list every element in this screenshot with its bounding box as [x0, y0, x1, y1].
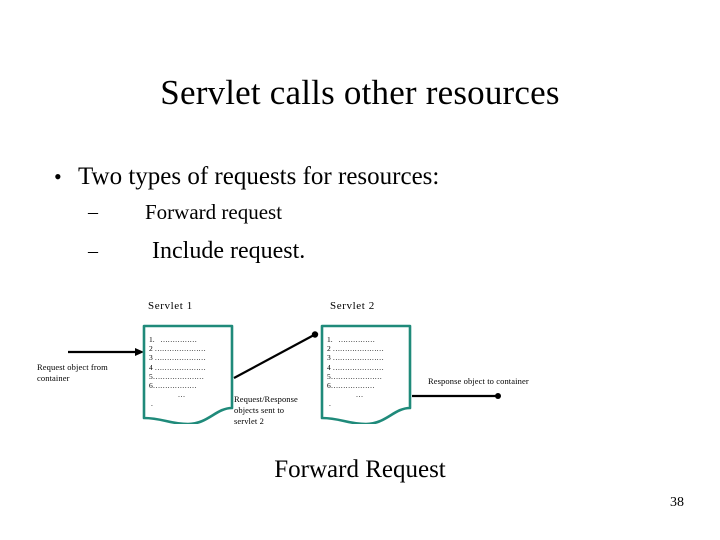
- code-line-ellipsis: …: [177, 390, 187, 400]
- code-line: 4 …………………: [149, 362, 206, 372]
- code-line-ellipsis: …: [355, 390, 365, 400]
- code-line-dot: .: [151, 399, 153, 409]
- response-arrow-icon: [412, 393, 501, 399]
- code-line: 3 …………………: [327, 353, 384, 363]
- forward-objects-label: Request/Response objects sent to servlet…: [234, 394, 298, 427]
- bullet-list: • Two types of requests for resources: –…: [46, 160, 666, 271]
- dash-marker-icon: –: [88, 201, 98, 223]
- code-line: 5…………………: [327, 371, 382, 381]
- dash-marker-icon: –: [88, 240, 98, 262]
- forward-arrow-icon: [233, 331, 319, 379]
- request-object-label-line1: Request object from: [37, 362, 108, 372]
- page-number: 38: [670, 495, 684, 510]
- code-line-dot: .: [329, 399, 331, 409]
- servlet2-title: Servlet 2: [330, 300, 375, 312]
- code-line: 5…………………: [149, 371, 204, 381]
- forward-objects-label-line3: servlet 2: [234, 416, 264, 426]
- forward-objects-label-line2: objects sent to: [234, 405, 285, 415]
- diagram-caption: Forward Request: [274, 456, 446, 483]
- servlet1-code-lines: 1. …………… 2 ………………… 3 ………………… 4 ………………… 5…: [149, 335, 231, 409]
- code-line: 6………………: [327, 381, 375, 391]
- bullet-level2-include-text: Include request.: [152, 238, 306, 264]
- code-line: 2 …………………: [149, 344, 206, 354]
- forward-objects-label-line1: Request/Response: [234, 394, 298, 404]
- bullet-level2-forward-text: Forward request: [145, 200, 283, 224]
- bullet-level1-text: Two types of requests for resources:: [78, 163, 440, 190]
- document-shape-icon: [320, 324, 412, 424]
- code-line: 3 …………………: [149, 353, 206, 363]
- bullet-level2-include: – Include request.: [46, 231, 666, 271]
- bullet-level2-forward: – Forward request: [46, 194, 666, 231]
- code-line: 1. ……………: [149, 335, 197, 344]
- response-object-label: Response object to container: [428, 376, 529, 386]
- servlet1-box: 1. …………… 2 ………………… 3 ………………… 4 ………………… 5…: [142, 324, 234, 424]
- servlet2-code-lines: 1. …………… 2 ………………… 3 ………………… 4 ………………… 5…: [327, 335, 409, 409]
- servlet1-title: Servlet 1: [148, 300, 193, 312]
- document-shape-icon: [142, 324, 234, 424]
- code-line: 2 …………………: [327, 344, 384, 354]
- servlet2-box: 1. …………… 2 ………………… 3 ………………… 4 ………………… 5…: [320, 324, 412, 424]
- forward-request-diagram: Servlet 1 Servlet 2 1. …………… 2 ………………… 3…: [0, 290, 720, 540]
- request-arrow-icon: [68, 348, 144, 356]
- page-title: Servlet calls other resources: [160, 73, 560, 112]
- bullet-dot-icon: •: [54, 164, 62, 189]
- code-line: 6………………: [149, 381, 197, 391]
- request-object-label: Request object from container: [37, 362, 108, 384]
- bullet-level1: • Two types of requests for resources:: [46, 160, 666, 194]
- code-line: 4 …………………: [327, 362, 384, 372]
- request-object-label-line2: container: [37, 373, 70, 383]
- code-line: 1. ……………: [327, 335, 375, 344]
